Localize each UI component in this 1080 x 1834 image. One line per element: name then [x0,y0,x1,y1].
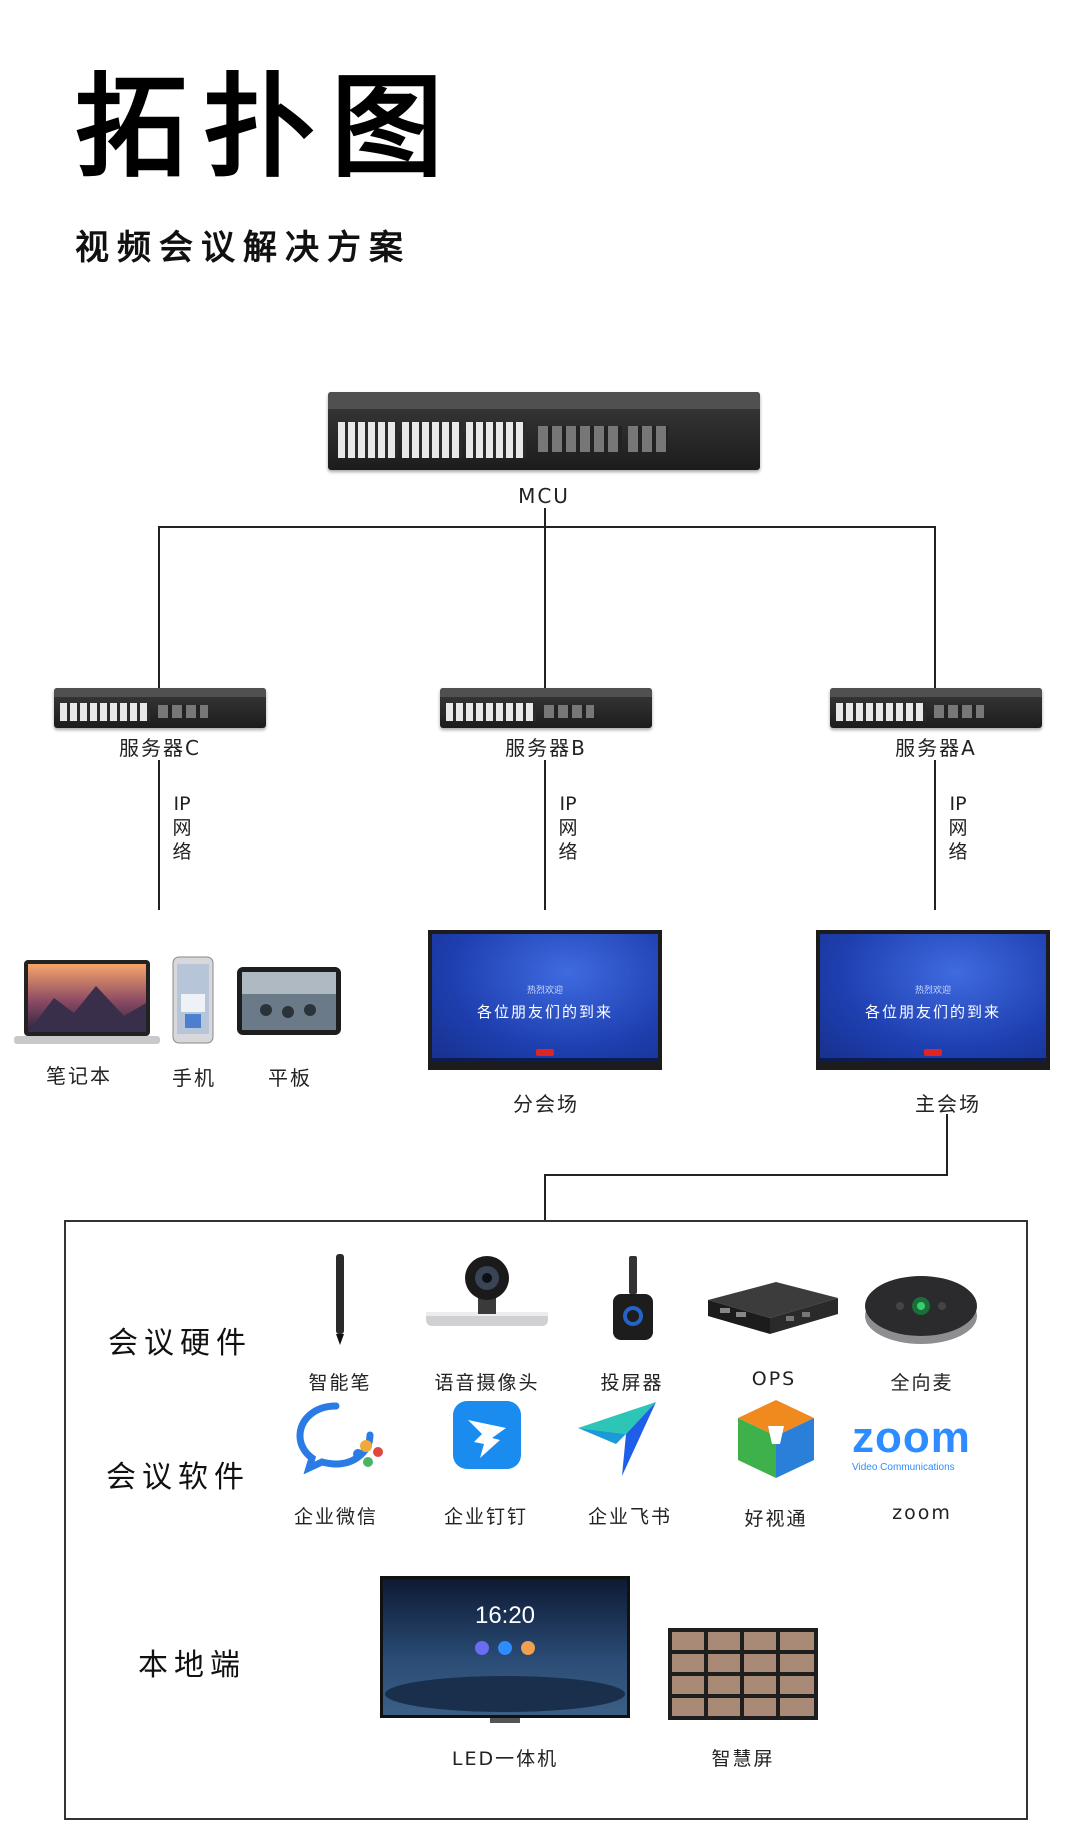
server-c-label: 服务器C [119,736,201,760]
screen-welcome-text: 各位朋友们的到来 [476,1002,613,1021]
ip-line-c [158,760,160,910]
software-item-label: 企业微信 [293,1506,378,1528]
software-item-label: 好视通 [744,1508,808,1530]
ip-network-label-a: IP网络 [948,793,968,863]
smart-pen-icon [330,1252,350,1346]
hardware-item-label: 智能笔 [308,1372,372,1394]
main-venue-label: 主会场 [915,1092,981,1116]
branch-venue-screen: 热烈欢迎 各位朋友们的到来 [428,930,662,1070]
led-display-image: 16:20 [380,1576,630,1726]
connector-mcu-down [544,508,546,688]
main-venue-screen: 热烈欢迎 各位朋友们的到来 [816,930,1050,1070]
voice-camera-icon [424,1254,550,1338]
feishu-icon [576,1398,660,1478]
screen-welcome-text: 各位朋友们的到来 [864,1002,1001,1021]
local-item-label: 智慧屏 [711,1748,775,1770]
equipment-panel [64,1220,1028,1820]
connector-main-venue-down [946,1114,948,1176]
tablet-label: 平板 [268,1066,312,1090]
smart-screen-image [668,1628,818,1720]
wecom-icon [296,1402,384,1474]
server-a-device [830,688,1042,728]
laptop-image [14,958,160,1046]
hardware-item-label: 语音摄像头 [434,1372,540,1394]
phone-label: 手机 [172,1066,216,1090]
branch-venue-label: 分会场 [513,1092,579,1116]
haoshitong-icon [736,1398,816,1480]
hardware-item-label: 全向麦 [890,1372,954,1394]
local-item-label: LED一体机 [451,1748,559,1770]
phone-image [172,956,214,1044]
page-title: 拓扑图 [75,63,459,193]
ip-network-label-c: IP网络 [172,793,192,863]
software-item-label: 企业飞书 [587,1506,672,1528]
mcu-label: MCU [518,484,570,508]
led-clock: 16:20 [474,1602,536,1629]
ip-network-label-b: IP网络 [558,793,578,863]
mcu-device [328,392,760,470]
zoom-logo: zoom Video Communications [852,1416,992,1476]
laptop-label: 笔记本 [46,1064,112,1088]
screen-welcome-small: 热烈欢迎 [526,985,563,996]
zoom-tagline: Video Communications [852,1462,955,1473]
tablet-image [236,966,342,1036]
connector-to-server-a [934,526,936,688]
hardware-item-label: 投屏器 [600,1372,664,1394]
software-item-label: zoom [892,1502,952,1524]
hardware-category-label: 会议硬件 [108,1326,252,1361]
zoom-logo-text: zoom [852,1413,971,1462]
screen-caster-icon [606,1254,660,1346]
server-c-device [54,688,266,728]
page-subtitle: 视频会议解决方案 [75,228,411,268]
software-item-label: 企业钉钉 [443,1506,528,1528]
software-category-label: 会议软件 [106,1460,250,1495]
dingtalk-icon [452,1400,522,1470]
local-category-label: 本地端 [138,1648,246,1683]
screen-welcome-small: 热烈欢迎 [914,985,951,996]
connector-horizontal [158,526,936,528]
server-a-label: 服务器A [895,736,977,760]
ip-line-a [934,760,936,910]
server-b-device [440,688,652,728]
ip-line-b [544,760,546,910]
omni-mic-icon [862,1266,980,1348]
connector-panel-down [544,1174,546,1222]
server-b-label: 服务器B [505,736,587,760]
ops-icon [706,1270,840,1340]
connector-panel-horizontal [544,1174,948,1176]
connector-to-server-c [158,526,160,688]
hardware-item-label: OPS [751,1368,797,1390]
